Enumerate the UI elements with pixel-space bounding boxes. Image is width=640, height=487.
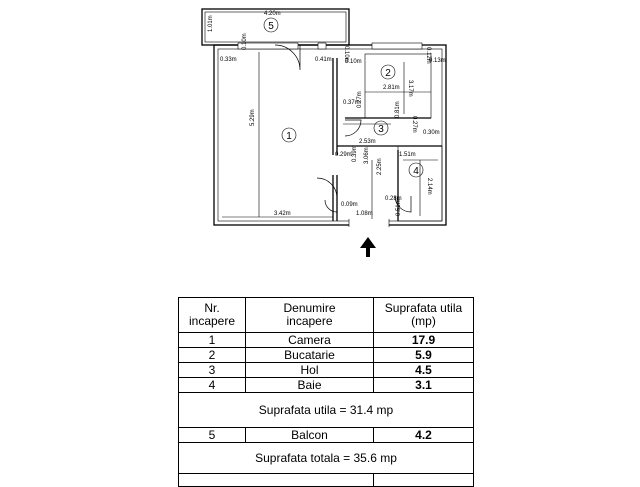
dim-label: 0.29m bbox=[335, 152, 352, 158]
area-table: Nr. incapere Denumire incapere Suprafata… bbox=[178, 297, 474, 487]
room-marker-4 bbox=[408, 162, 424, 178]
cell-nr: 4 bbox=[178, 377, 246, 393]
cell-nr: 3 bbox=[178, 362, 246, 378]
table-row: 1 Camera 17.9 bbox=[178, 332, 474, 348]
cell-nr: 2 bbox=[178, 347, 246, 363]
dim-label: 0.51m bbox=[396, 199, 402, 216]
cell-name: Bucatarie bbox=[245, 347, 374, 363]
window-small bbox=[317, 42, 327, 50]
room-number: 4 bbox=[413, 166, 419, 177]
grand-total-cell: Suprafata totala = 35.6 mp bbox=[178, 442, 474, 474]
window-room1 bbox=[237, 42, 299, 50]
room-marker-5 bbox=[263, 17, 279, 33]
dim-label: 3.42m bbox=[274, 211, 291, 217]
cell-nr: 5 bbox=[178, 427, 246, 443]
cell-name: Balcon bbox=[245, 427, 374, 443]
cell-area: 4.2 bbox=[373, 427, 474, 443]
door-room1 bbox=[316, 177, 338, 199]
dim-label: 0.28m bbox=[385, 196, 402, 202]
dim-label: 1.01m bbox=[208, 15, 214, 32]
table-row-empty bbox=[178, 473, 474, 487]
cell-area: 4.5 bbox=[373, 362, 474, 378]
dim-label: 3.17m bbox=[407, 80, 413, 97]
room-number: 2 bbox=[385, 68, 391, 79]
table-row: 3 Hol 4.5 bbox=[178, 362, 474, 378]
floor-plan: 5 1 2 3 4 4.20m 1.01m 0.33m 0.41m 0.10m … bbox=[201, 8, 447, 257]
dim-label: 3.06m bbox=[364, 147, 370, 164]
dim-label: 0.39m bbox=[352, 145, 358, 162]
dim-label: 0.33m bbox=[220, 57, 237, 63]
cell-area: 17.9 bbox=[373, 332, 474, 348]
dim-label: 2.25m bbox=[377, 158, 383, 175]
window-kitchen bbox=[371, 42, 423, 50]
dim-label: 0.81m bbox=[395, 101, 401, 118]
header-area-text: Suprafata utila (mp) bbox=[384, 301, 463, 328]
outer-wall bbox=[213, 44, 447, 226]
cell-name: Hol bbox=[245, 362, 374, 378]
balcony-inner bbox=[204, 11, 347, 43]
dim-label: 0.10m bbox=[345, 59, 362, 65]
arrow-up-icon bbox=[360, 237, 376, 257]
dim-label: 0.13m bbox=[429, 58, 446, 64]
header-nr: Nr. incapere bbox=[178, 297, 246, 333]
dim-label: 0.12m bbox=[425, 47, 431, 64]
door-kitchen bbox=[344, 119, 362, 137]
dim-label: 2.14m bbox=[426, 178, 432, 195]
cell-name: Camera bbox=[245, 332, 374, 348]
dim-label: 0.30m bbox=[423, 130, 440, 136]
dim-label: 4.20m bbox=[264, 11, 281, 17]
dim-label: 0.10m bbox=[343, 46, 349, 63]
table-row: 4 Baie 3.1 bbox=[178, 377, 474, 393]
dim-label: 0.09m bbox=[341, 202, 358, 208]
dim-label: 5.29m bbox=[250, 109, 256, 126]
header-area: Suprafata utila (mp) bbox=[373, 297, 474, 333]
door-balcony bbox=[274, 44, 301, 71]
cell-area: 3.1 bbox=[373, 377, 474, 393]
useful-total-row: Suprafata utila = 31.4 mp bbox=[178, 392, 474, 428]
cell-nr: 1 bbox=[178, 332, 246, 348]
entrance-gap bbox=[349, 219, 389, 227]
dim-label: 0.27m bbox=[411, 116, 417, 133]
empty-cell bbox=[373, 473, 474, 487]
door-bath bbox=[394, 195, 412, 213]
balcony-row: 5 Balcon 4.2 bbox=[178, 427, 474, 443]
dim-label: 2.53m bbox=[359, 139, 376, 145]
dim-label: 0.10m bbox=[242, 33, 248, 50]
room-marker-1 bbox=[281, 127, 297, 143]
table-header-row: Nr. incapere Denumire incapere Suprafata… bbox=[178, 297, 474, 333]
room-number: 1 bbox=[286, 131, 292, 142]
room-number: 5 bbox=[268, 21, 274, 32]
dim-label: 2.81m bbox=[383, 85, 400, 91]
dim-label: 0.41m bbox=[315, 57, 332, 63]
dim-label: 0.37m bbox=[343, 100, 360, 106]
dim-label: 1.51m bbox=[399, 152, 416, 158]
empty-cell bbox=[178, 473, 374, 487]
door-room1-b bbox=[324, 199, 338, 213]
cell-area: 5.9 bbox=[373, 347, 474, 363]
room-marker-2 bbox=[380, 64, 396, 80]
room-number: 3 bbox=[378, 124, 384, 135]
outer-wall-inner bbox=[217, 48, 443, 222]
header-name-text: Denumire incapere bbox=[283, 301, 336, 328]
header-nr-text: Nr. incapere bbox=[188, 301, 236, 328]
cell-name: Baie bbox=[245, 377, 374, 393]
dim-label: 0.27m bbox=[357, 91, 363, 108]
header-name: Denumire incapere bbox=[245, 297, 374, 333]
grand-total-row: Suprafata totala = 35.6 mp bbox=[178, 442, 474, 474]
table-row: 2 Bucatarie 5.9 bbox=[178, 347, 474, 363]
useful-total-cell: Suprafata utila = 31.4 mp bbox=[178, 392, 474, 428]
room-marker-3 bbox=[373, 120, 389, 136]
dim-label: 1.08m bbox=[356, 211, 373, 217]
